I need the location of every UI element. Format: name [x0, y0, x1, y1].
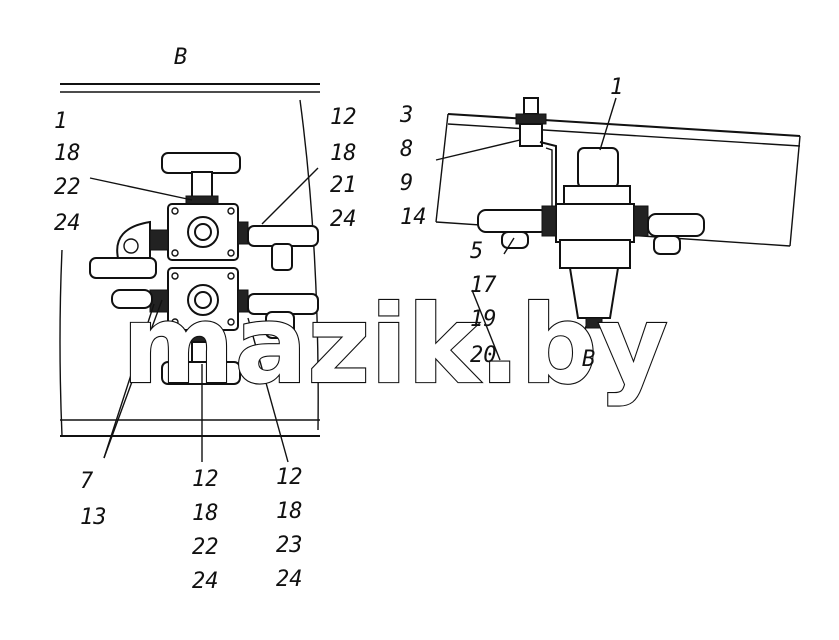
label: 7	[80, 469, 94, 494]
lower-valve-port-inner	[194, 291, 212, 309]
mount-bolt-head	[523, 97, 539, 115]
left-pipe-elbow	[501, 231, 529, 249]
label: 24	[330, 207, 357, 232]
upper-valve-port-inner	[194, 223, 212, 241]
label: 22	[192, 535, 219, 560]
valve-body	[555, 203, 635, 243]
left-pipe-nut	[541, 205, 557, 237]
left-upper-nut	[149, 229, 169, 251]
label: 24	[192, 569, 219, 594]
label: 23	[276, 533, 303, 558]
leader-line	[103, 299, 163, 459]
bolt	[227, 318, 235, 326]
right-upper-tee-stem	[271, 243, 293, 271]
label: 14	[400, 205, 427, 230]
label: 18	[54, 141, 81, 166]
label: 24	[276, 567, 303, 592]
bracket-hole	[123, 238, 139, 254]
leader-line	[503, 237, 515, 255]
bolt	[227, 249, 235, 257]
bolt	[227, 272, 235, 280]
label: 1	[54, 109, 67, 134]
leader-line	[579, 325, 587, 349]
beam-top-edge	[447, 113, 801, 137]
valve-cap	[577, 147, 619, 189]
leader-line	[261, 167, 319, 225]
bracket-strap	[539, 141, 557, 210]
right-view	[435, 97, 801, 361]
top-tee-pipe	[161, 152, 241, 174]
leader-line	[103, 303, 155, 459]
right-lower-elbow	[265, 311, 295, 339]
view-label-top: B	[174, 45, 187, 70]
bracket-strap-inner	[545, 147, 553, 210]
beam-left-edge	[435, 113, 449, 223]
bottom-tee-pipe	[161, 361, 241, 385]
bolt	[171, 207, 179, 215]
label: 24	[54, 211, 81, 236]
label: 12	[192, 467, 219, 492]
label: 12	[276, 465, 303, 490]
label: 18	[330, 141, 357, 166]
label: 12	[330, 105, 357, 130]
right-pipe	[647, 213, 705, 237]
leader-line	[247, 317, 289, 463]
bolt	[227, 207, 235, 215]
left-view	[59, 83, 320, 463]
label: 22	[54, 175, 81, 200]
bolt	[171, 318, 179, 326]
label: 18	[276, 499, 303, 524]
mount-bolt-nut	[515, 113, 547, 125]
left-elbow	[111, 289, 153, 309]
right-pipe-elbow	[653, 235, 681, 255]
beam-right-edge	[789, 135, 801, 247]
left-bracket	[116, 220, 151, 264]
label: 17	[470, 273, 497, 298]
leader-line	[599, 97, 617, 151]
beam-top-inner	[447, 123, 801, 147]
watermark-text: mazik.by	[122, 283, 668, 408]
left-pipe	[477, 209, 549, 233]
label: 1	[610, 75, 623, 100]
label: 13	[80, 505, 107, 530]
label: 5	[470, 239, 483, 264]
mount-bolt-body	[519, 123, 543, 147]
label: 8	[400, 137, 413, 162]
leader-line	[435, 139, 521, 161]
right-pipe-nut	[633, 205, 649, 237]
label: 9	[400, 171, 413, 196]
valve-drain	[585, 317, 603, 329]
label: 19	[470, 307, 497, 332]
view-label-side: B	[582, 347, 595, 372]
valve-lower-body	[559, 239, 631, 269]
valve-bowl	[568, 267, 620, 319]
frame-right-edge	[299, 99, 319, 431]
leader-line	[89, 177, 193, 201]
right-upper-nut	[237, 221, 249, 245]
frame-left-edge	[59, 249, 63, 437]
bolt	[171, 272, 179, 280]
label: 21	[330, 173, 357, 198]
label: 3	[399, 103, 413, 128]
leader-line	[471, 289, 501, 361]
valve-flange	[563, 185, 631, 205]
label: 20	[470, 343, 497, 368]
left-pipe	[89, 257, 157, 279]
label: 18	[192, 501, 219, 526]
bolt	[171, 249, 179, 257]
